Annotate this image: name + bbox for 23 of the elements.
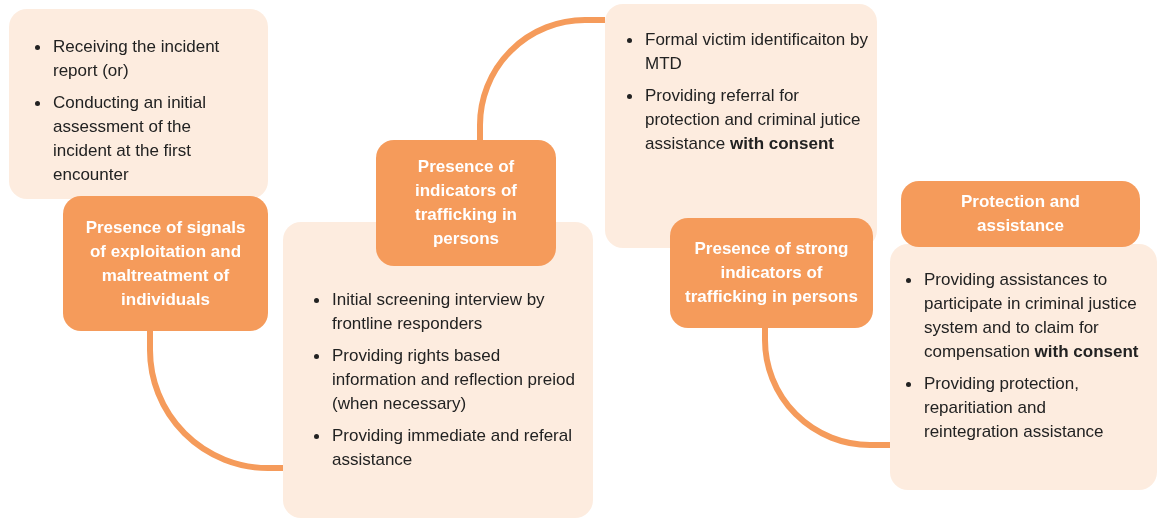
stage-heading: Presence of signals of exploitation and maltreatment of individuals — [84, 216, 247, 311]
stage-heading-box — [670, 218, 873, 328]
bullet-item: Conducting an initial assessment of the incident at the first encounter — [31, 91, 246, 187]
activity-card — [283, 222, 593, 518]
connector-arc — [147, 331, 283, 471]
stage-heading: Protection and assistance — [960, 191, 1081, 237]
bullet-item: Providing rights based information and reflection preiod (when necessary) — [310, 344, 580, 416]
stage-heading-box — [901, 181, 1140, 247]
bullet-item: Providing protection, reparitiation and reintegration assistance — [902, 372, 1142, 444]
connector-arc — [762, 328, 890, 448]
bullet-item: Initial screening interview by frontline responders — [310, 288, 580, 336]
activity-card — [9, 9, 268, 199]
stage-heading: Presence of strong indicators of trafficking in persons — [684, 238, 859, 308]
bullet-item: Formal victim identificaiton by MTD — [623, 28, 868, 76]
stage-heading-box — [376, 140, 556, 266]
stage-heading-box — [63, 196, 268, 331]
bullet-item: Receiving the incident report (or) — [31, 35, 246, 83]
bullet-item: Providing immediate and referal assistance — [310, 424, 580, 472]
connector-arc — [477, 17, 605, 140]
activity-card — [890, 244, 1157, 490]
bullet-item: Providing referral for protection and criminal jutice assistance with consent — [623, 84, 868, 156]
bullet-item: Providing assistances to participate in criminal justice system and to claim for compensation with consent — [902, 268, 1142, 364]
stage-heading: Presence of indicators of trafficking in persons — [414, 156, 518, 250]
